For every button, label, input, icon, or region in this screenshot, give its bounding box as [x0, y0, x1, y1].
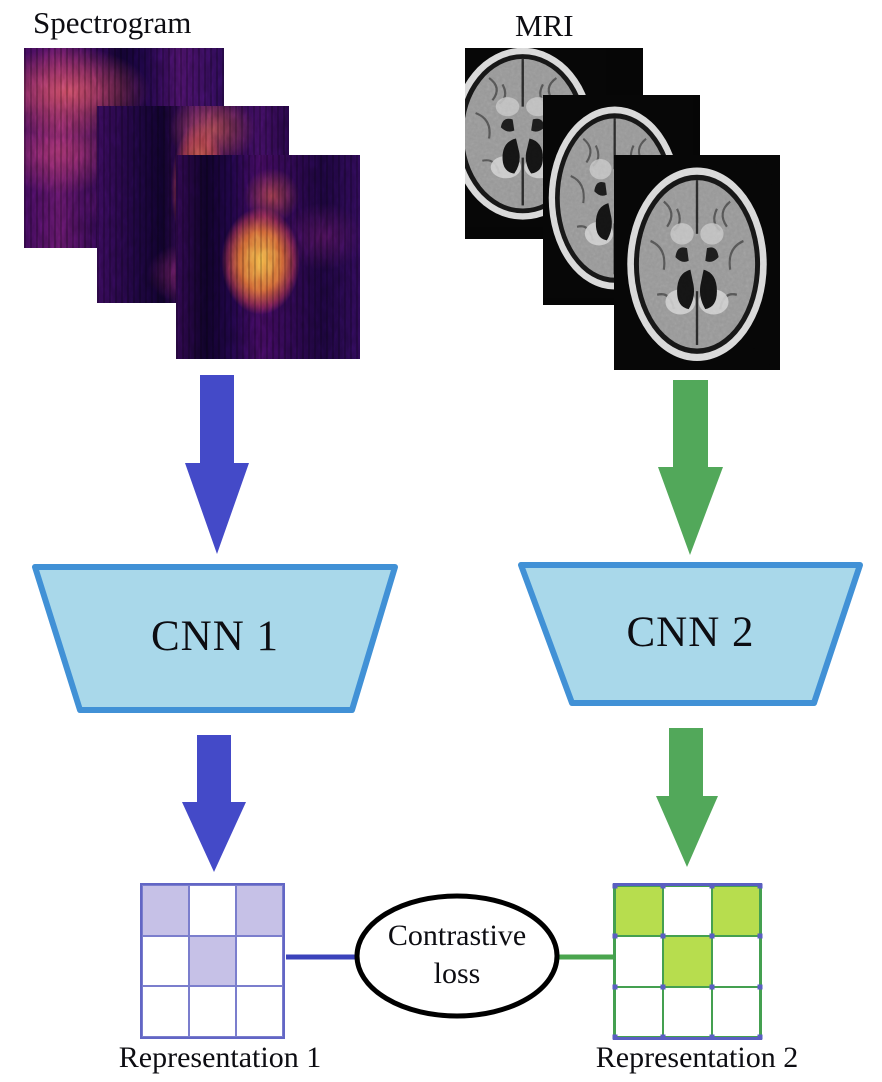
cnn2-label: CNN 2 — [626, 609, 755, 656]
representation-cell — [711, 986, 760, 1037]
grid-intersection-dot — [709, 1034, 715, 1040]
representation-cell — [615, 886, 664, 937]
grid-intersection-dot — [660, 933, 666, 939]
cnn1-trapezoid — [32, 564, 398, 713]
grid-intersection-dot — [757, 1034, 763, 1040]
grid-intersection-dot — [709, 883, 715, 889]
representation-cell — [142, 935, 189, 987]
contrastive-loss-line2: loss — [433, 957, 481, 990]
grid-intersection-dot — [660, 984, 666, 990]
spectrogram-label: Spectrogram — [33, 5, 192, 40]
representation-cell — [189, 986, 236, 1037]
grid-intersection-dot — [757, 933, 763, 939]
grid-intersection-dot — [709, 933, 715, 939]
representation-cell — [189, 935, 236, 987]
contrastive-loss-ellipse — [354, 893, 560, 1019]
mri-label: MRI — [515, 8, 574, 43]
grid-intersection-dot — [612, 984, 618, 990]
arrow-down-spectrogram-to-cnn1 — [185, 375, 249, 554]
arrow-down-mri-to-cnn2 — [658, 380, 723, 555]
representation-cell — [236, 935, 283, 987]
grid-intersection-dot — [660, 1034, 666, 1040]
representation-cell — [663, 936, 712, 987]
representation-cell — [615, 936, 664, 987]
representation1-label: Representation 1 — [118, 1041, 322, 1074]
grid-intersection-dot — [612, 933, 618, 939]
mri-image-front — [614, 155, 780, 370]
representation2-label: Representation 2 — [595, 1041, 799, 1074]
representation-cell — [663, 986, 712, 1037]
representation-cell — [711, 936, 760, 987]
contrastive-loss-line1: Contrastive — [387, 919, 527, 952]
representation1-grid — [140, 883, 285, 1039]
representation-cell — [142, 885, 189, 936]
spectrogram-image-front — [176, 155, 360, 359]
representation-cell — [615, 986, 664, 1037]
grid-intersection-dot — [757, 984, 763, 990]
representation-cell — [189, 885, 236, 936]
representation-cell — [236, 986, 283, 1037]
representation2-grid — [612, 883, 763, 1040]
grid-intersection-dot — [660, 883, 666, 889]
grid-intersection-dot — [757, 883, 763, 889]
grid-intersection-dot — [709, 984, 715, 990]
arrow-down-cnn2-to-representation2 — [656, 728, 718, 867]
arrow-down-cnn1-to-representation1 — [182, 735, 246, 872]
grid-intersection-dot — [612, 1034, 618, 1040]
contrastive-loss-label: Contrastive loss — [357, 917, 557, 993]
cnn1-label: CNN 1 — [150, 613, 280, 660]
representation-cell — [142, 986, 189, 1037]
representation-cell — [236, 885, 283, 936]
grid-intersection-dot — [612, 883, 618, 889]
cnn2-trapezoid — [518, 562, 863, 706]
representation-cell — [663, 886, 712, 937]
representation-cell — [711, 886, 760, 937]
